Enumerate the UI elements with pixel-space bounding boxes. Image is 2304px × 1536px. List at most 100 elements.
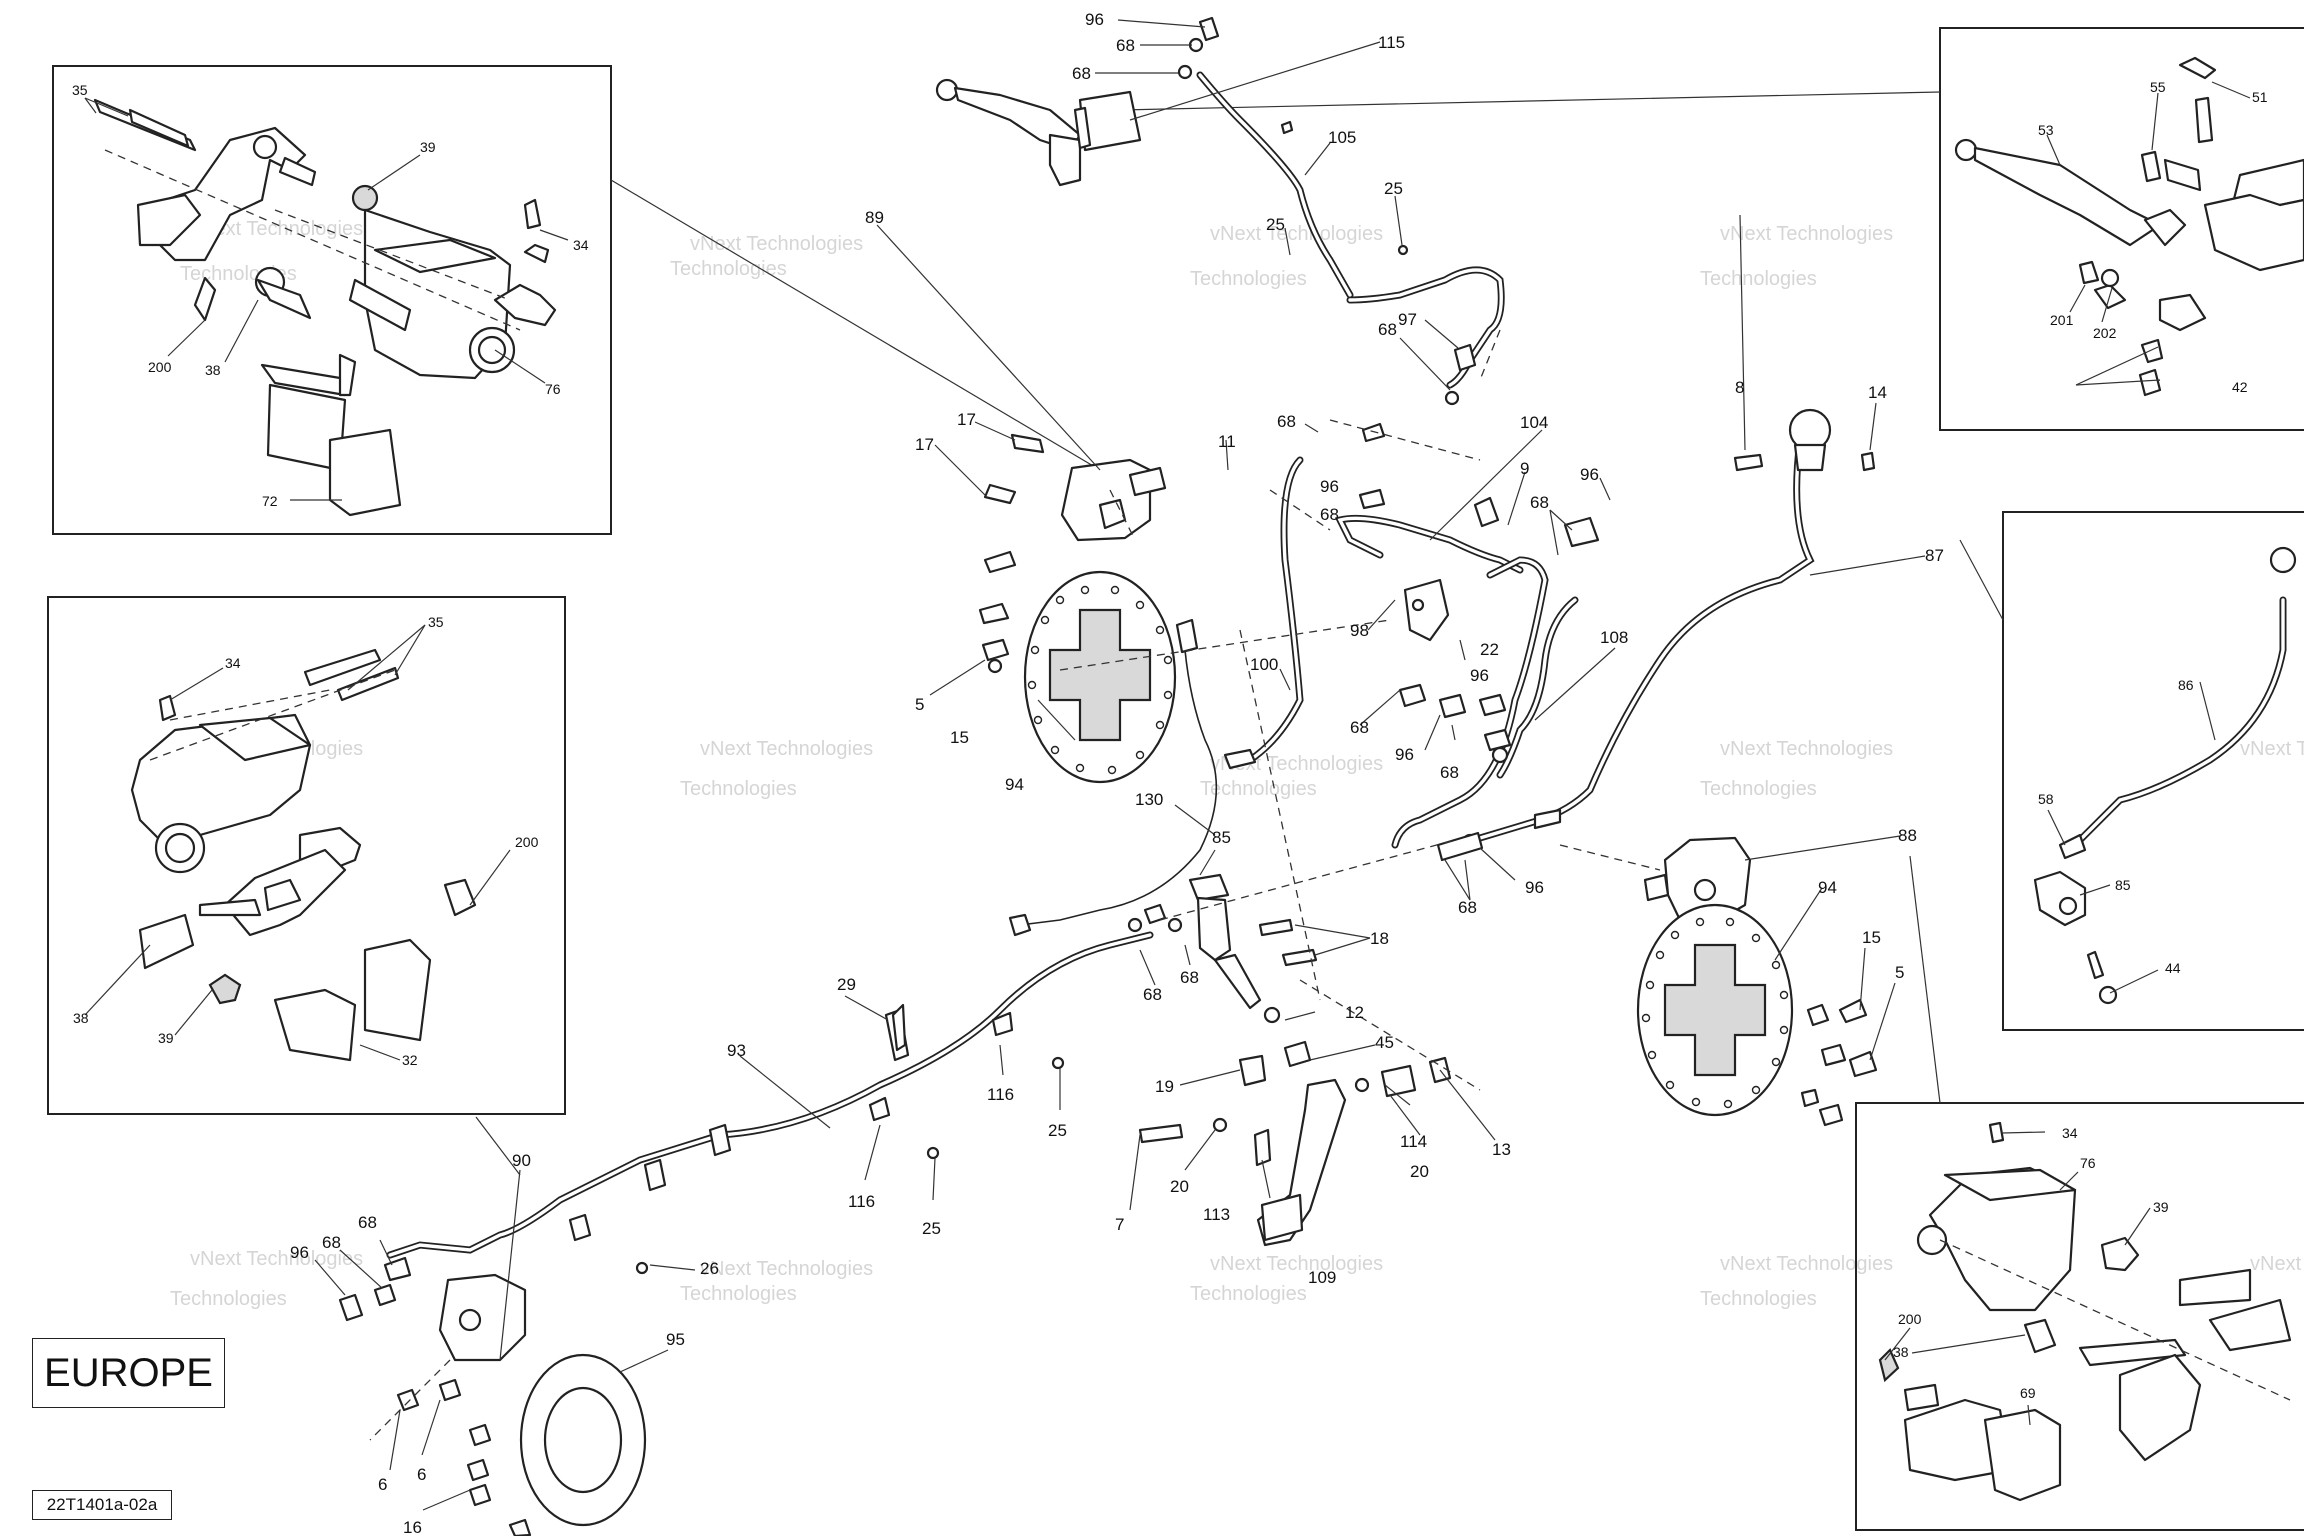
watermark: vNext Technologies: [700, 738, 873, 760]
inset1-callout-72: 72: [262, 493, 278, 509]
callout-16: 16: [403, 1518, 422, 1536]
watermark: vNext Technologies: [2240, 738, 2304, 760]
inset5-callout-34: 34: [2062, 1125, 2078, 1141]
callout-11: 11: [1218, 432, 1236, 451]
callout-114: 114: [1400, 1132, 1427, 1151]
watermark: Technologies: [1200, 778, 1317, 800]
inset3-callout-202: 202: [2093, 325, 2117, 341]
callout-top-105: 105: [1328, 128, 1356, 147]
callout-116b: 116: [848, 1192, 875, 1211]
callout-93: 93: [727, 1041, 746, 1060]
inset3-callout-201: 201: [2050, 312, 2074, 328]
callout-17b: 17: [915, 435, 934, 454]
caliper-assembly-inset-right: [1878, 1121, 2292, 1502]
inset2-callout-200: 200: [515, 834, 539, 850]
watermark: Technologies: [680, 1283, 797, 1305]
callout-29: 29: [837, 975, 856, 994]
callout-68h: 68: [1440, 763, 1459, 782]
inset2-callout-39: 39: [158, 1030, 174, 1046]
callout-15: 15: [950, 728, 969, 747]
watermark: vNext Technologies: [1720, 1253, 1893, 1275]
inset1-callout-38: 38: [205, 362, 221, 378]
callout-25d: 25: [922, 1219, 941, 1238]
watermark: vNext Technologies: [700, 1258, 873, 1280]
callout-113: 113: [1203, 1205, 1230, 1224]
callout-98: 98: [1350, 621, 1369, 640]
callout-68g: 68: [1350, 718, 1369, 737]
callout-top-89: 89: [865, 208, 884, 227]
inset-front-caliper-detail: [52, 65, 612, 535]
reservoir-assembly-inset: [2033, 546, 2297, 1005]
watermark: Technologies: [1700, 268, 1817, 290]
disc-holes: [1641, 917, 1789, 1109]
inset5-callout-200: 200: [1898, 1311, 1922, 1327]
callout-14: 14: [1868, 383, 1887, 402]
watermark: vNext Technologies: [690, 233, 863, 255]
callout-94b: 94: [1818, 878, 1837, 897]
inset-frames: [47, 27, 2304, 1531]
callout-9: 9: [1520, 459, 1529, 478]
inset1-callout-35: 35: [72, 82, 88, 98]
disc-holes: [1027, 585, 1173, 775]
callout-labels: 96 68 68 115 105 25 25 97 68 89 17 17 5 …: [72, 10, 2268, 1536]
watermark: Technologies: [170, 1288, 287, 1310]
region-label: EUROPE: [32, 1338, 225, 1408]
callout-96c: 96: [1580, 465, 1599, 484]
callout-104: 104: [1520, 413, 1548, 432]
callout-leaders: [84, 19, 2251, 1511]
callout-7: 7: [1115, 1215, 1124, 1234]
watermark: vNext Technologies: [190, 218, 363, 240]
inset4-callout-44: 44: [2165, 960, 2181, 976]
callout-96d: 96: [1470, 666, 1489, 685]
callout-96g: 96: [290, 1243, 309, 1262]
callout-top-96: 96: [1085, 10, 1104, 29]
inset4-callout-86: 86: [2178, 677, 2194, 693]
inset1-callout-39: 39: [420, 139, 436, 155]
callout-68d: 68: [1277, 412, 1296, 431]
callout-68j: 68: [1180, 968, 1199, 987]
watermark: vNext Technologies: [2250, 1253, 2304, 1275]
callout-26: 26: [700, 1259, 719, 1278]
inset4-callout-58: 58: [2038, 791, 2054, 807]
callout-94: 94: [1005, 775, 1024, 794]
callout-20a: 20: [1170, 1177, 1189, 1196]
inset4-callout-85: 85: [2115, 877, 2131, 893]
inset-caliper-detail-right: [1855, 1102, 2304, 1531]
inset5-callout-39: 39: [2153, 1199, 2169, 1215]
callout-top-68a: 68: [1116, 36, 1135, 55]
inset5-callout-76: 76: [2080, 1155, 2096, 1171]
callout-68k: 68: [1458, 898, 1477, 917]
watermark: vNext Technologies: [1720, 738, 1893, 760]
inset1-callout-34: 34: [573, 237, 589, 253]
callout-18: 18: [1370, 929, 1389, 948]
watermark: Technologies: [680, 778, 797, 800]
callout-5b: 5: [1895, 963, 1904, 982]
callout-6a: 6: [378, 1475, 387, 1494]
callout-68f: 68: [1320, 505, 1339, 524]
callout-17a: 17: [957, 410, 976, 429]
inset5-callout-69: 69: [2020, 1385, 2036, 1401]
callout-68m: 68: [358, 1213, 377, 1232]
brake-lever-assembly-inset: [1954, 56, 2304, 397]
callout-96f: 96: [1525, 878, 1544, 897]
inset3-callout-42: 42: [2232, 379, 2248, 395]
callout-25c: 25: [1048, 1121, 1067, 1140]
inset-reservoir-detail: [2002, 511, 2304, 1031]
callout-96b: 96: [1320, 477, 1339, 496]
callout-8: 8: [1735, 378, 1744, 397]
callout-100: 100: [1250, 655, 1278, 674]
callout-20b: 20: [1410, 1162, 1429, 1181]
callout-116a: 116: [987, 1085, 1014, 1104]
watermark: vNext Technologies: [1210, 223, 1383, 245]
callout-109: 109: [1308, 1268, 1336, 1287]
callout-top-25b: 25: [1266, 215, 1285, 234]
callout-6b: 6: [417, 1465, 426, 1484]
inset3-callout-55: 55: [2150, 79, 2166, 95]
callout-top-115: 115: [1378, 33, 1405, 52]
watermark: Technologies: [1700, 778, 1817, 800]
watermark: vNext Technologies: [1210, 1253, 1383, 1275]
inset3-callout-53: 53: [2038, 122, 2054, 138]
front-caliper-assembly-inset: [93, 98, 557, 517]
callout-108: 108: [1600, 628, 1628, 647]
